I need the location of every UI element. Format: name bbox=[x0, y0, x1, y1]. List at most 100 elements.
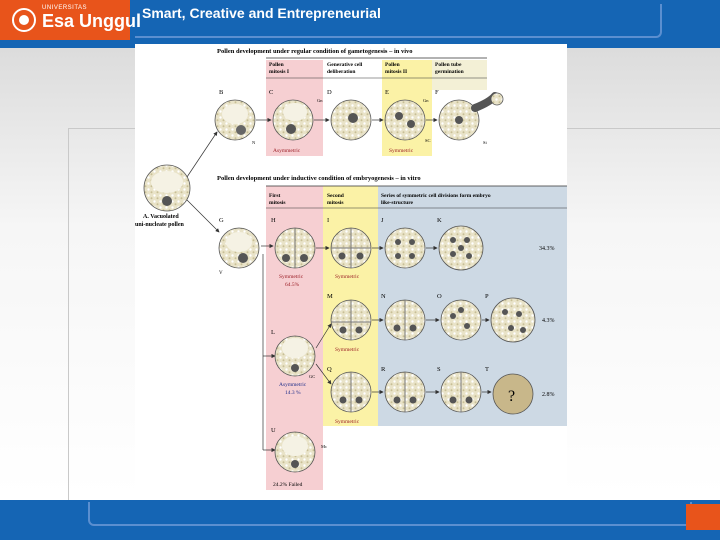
letter-S: S bbox=[437, 366, 441, 373]
nucleus-U bbox=[291, 460, 299, 468]
col-generative-line1: Generative cell bbox=[327, 62, 363, 68]
vacuole-A bbox=[151, 171, 183, 193]
footer-accent bbox=[686, 504, 720, 530]
logo-caption: UNIVERSITAS bbox=[42, 5, 88, 11]
nucleus-I2 bbox=[356, 252, 364, 260]
nucleus-K1 bbox=[450, 237, 456, 243]
col-generative-line2: deliberation bbox=[327, 69, 355, 75]
nucleus-Q1 bbox=[339, 396, 347, 404]
nucleus-K4 bbox=[466, 253, 472, 259]
nucleus-F bbox=[455, 116, 463, 124]
nucleus-O3 bbox=[458, 307, 464, 313]
label-gn-E: Gn bbox=[423, 98, 429, 103]
pollen-development-figure: Pollen development under regular conditi… bbox=[135, 44, 567, 490]
unknown-mark: ? bbox=[508, 388, 515, 405]
vacuole-C bbox=[283, 103, 307, 121]
nucleus-G bbox=[238, 253, 248, 263]
letter-T: T bbox=[485, 366, 489, 373]
nucleus-R2 bbox=[409, 396, 417, 404]
label-gn-C: Gn bbox=[317, 98, 323, 103]
col-second-line1: Second bbox=[327, 193, 344, 199]
label-pct-28: 2.8% bbox=[542, 392, 555, 398]
label-pct-43: 4.3% bbox=[542, 318, 555, 324]
letter-K: K bbox=[437, 217, 442, 224]
cell-P bbox=[490, 297, 536, 343]
nucleus-N1 bbox=[393, 324, 401, 332]
label-pct-645: 64.5% bbox=[285, 282, 300, 288]
label-si-F: Si bbox=[483, 140, 488, 145]
label-mc-U: Mc bbox=[321, 444, 327, 449]
university-logo-icon bbox=[12, 8, 36, 32]
letter-R: R bbox=[381, 366, 386, 373]
label-symmetric-M: Symmetric bbox=[335, 347, 360, 353]
cell-O bbox=[440, 299, 482, 341]
header-frame bbox=[135, 4, 662, 38]
letter-U: U bbox=[271, 427, 276, 434]
label-sc-E: SC bbox=[425, 138, 431, 143]
cell-E bbox=[384, 99, 426, 141]
label-v-G: V bbox=[219, 271, 223, 276]
start-label-line1: A. Vacuolated bbox=[143, 214, 179, 220]
col-series-line1: Series of symmetric cell divisions form … bbox=[381, 193, 491, 199]
arrow-L-Q bbox=[315, 363, 332, 385]
nucleus-B bbox=[236, 125, 246, 135]
logo-text: Esa Unggul bbox=[42, 11, 142, 31]
nucleus-C bbox=[286, 124, 296, 134]
arrow-L-M bbox=[315, 323, 332, 349]
col-second-line2: mitosis bbox=[327, 200, 344, 206]
col-first-line1: First bbox=[269, 193, 280, 199]
nucleus-J2 bbox=[409, 239, 415, 245]
letter-N: N bbox=[381, 293, 386, 300]
nucleus-K2 bbox=[464, 237, 470, 243]
letter-Q: Q bbox=[327, 366, 332, 373]
col-series-line2: like-structure bbox=[381, 200, 414, 206]
start-label-line2: uni-nucleate pollen bbox=[135, 222, 185, 228]
label-pct-343: 34.3% bbox=[539, 246, 555, 252]
panel-tube bbox=[432, 60, 487, 90]
nucleus-M2 bbox=[355, 326, 363, 334]
letter-E: E bbox=[385, 89, 389, 96]
nucleus-O1 bbox=[450, 313, 456, 319]
nucleus-J3 bbox=[395, 253, 401, 259]
title-in-vivo: Pollen development under regular conditi… bbox=[217, 48, 413, 55]
letter-M: M bbox=[327, 293, 333, 300]
letter-I: I bbox=[327, 217, 329, 224]
label-symmetric-H: Symmetric bbox=[279, 274, 304, 280]
letter-C: C bbox=[269, 89, 273, 96]
nucleus-J1 bbox=[395, 239, 401, 245]
arrow-A-B bbox=[186, 131, 218, 178]
nucleus-K3 bbox=[450, 251, 456, 257]
label-symmetric-Q: Symmetric bbox=[335, 419, 360, 425]
letter-F: F bbox=[435, 89, 439, 96]
nucleus-E1 bbox=[395, 112, 403, 120]
letter-O: O bbox=[437, 293, 442, 300]
label-n-B: N bbox=[252, 140, 256, 145]
vacuole-U bbox=[282, 436, 308, 456]
col-mitosis2-line2: mitosis II bbox=[385, 69, 407, 75]
label-symmetric-I: Symmetric bbox=[335, 274, 360, 280]
arrow-A-G bbox=[186, 199, 220, 233]
col-mitosis1-line1: Pollen bbox=[269, 62, 284, 68]
col-tube-line1: Pollen tube bbox=[435, 62, 462, 68]
label-asymmetric-L: Asymmetric bbox=[279, 382, 307, 388]
nucleus-P1 bbox=[502, 309, 508, 315]
cell-T bbox=[492, 373, 534, 415]
nucleus-K5 bbox=[458, 245, 464, 251]
nucleus-E2 bbox=[407, 120, 415, 128]
vacuole-G bbox=[226, 232, 252, 252]
letter-L: L bbox=[271, 329, 275, 336]
nucleus-S1 bbox=[449, 396, 457, 404]
label-pct-143: 14.3 % bbox=[285, 390, 301, 396]
col-mitosis1-line2: mitosis I bbox=[269, 69, 289, 75]
nucleus-J4 bbox=[409, 253, 415, 259]
nucleus-M1 bbox=[339, 326, 347, 334]
vacuole-L bbox=[282, 338, 308, 358]
nucleus-R1 bbox=[393, 396, 401, 404]
label-gc-L: GC bbox=[309, 374, 315, 379]
letter-B: B bbox=[219, 89, 224, 96]
nucleus-D bbox=[348, 113, 358, 123]
nucleus-P3 bbox=[508, 325, 514, 331]
nucleus-O2 bbox=[464, 323, 470, 329]
vacuole-B bbox=[222, 104, 248, 124]
label-failed: 24.2% Failed bbox=[273, 482, 303, 488]
